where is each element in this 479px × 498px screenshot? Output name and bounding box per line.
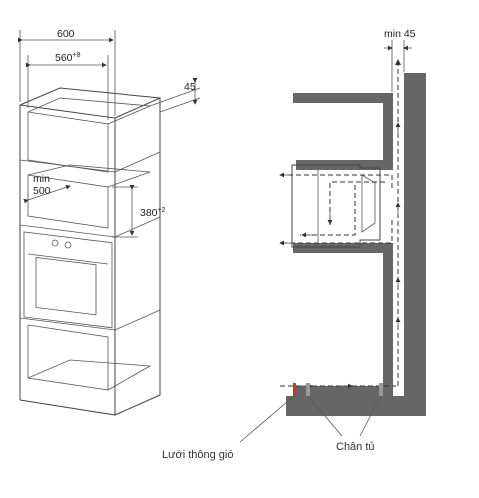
cabinet-front (19, 97, 161, 416)
vent-grille (293, 383, 296, 396)
depth-label: 45 (184, 81, 196, 93)
cabinet-diagram: 600 560+8 45 min 500 380+2 (18, 28, 201, 416)
upper-shelf (293, 93, 393, 170)
width-outer-label: 600 (57, 28, 75, 40)
microwave-body (291, 164, 381, 248)
cabinet-foot-2 (379, 383, 383, 396)
cabinet-foot-1 (306, 383, 310, 396)
lower-section (293, 243, 393, 396)
back-wall (404, 73, 426, 416)
min-gap-label: min 45 (384, 28, 416, 40)
min-label: min (33, 173, 50, 185)
bottom-board (286, 396, 426, 416)
min-value: 500 (33, 185, 51, 197)
width-inner-label: 560+8 (55, 52, 81, 64)
cabinet-foot-label: Chân tủ (336, 441, 375, 453)
vent-grille-label: Lưới thông gió (162, 449, 233, 461)
height-label: 380+2 (140, 207, 166, 219)
cabinet-top (19, 87, 161, 106)
ventilation-diagram: min 45 Lưới thông gió Chân tủ (162, 28, 426, 461)
